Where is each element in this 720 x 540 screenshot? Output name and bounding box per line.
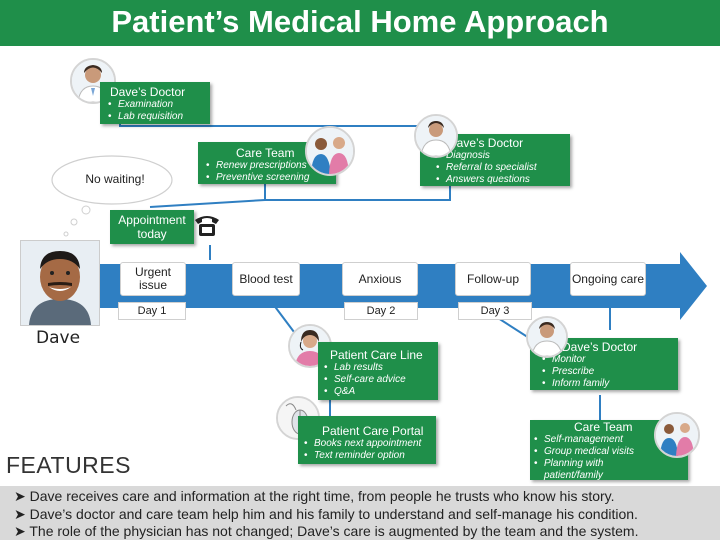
features-label: FEATURES (6, 452, 131, 478)
doctor-avatar (526, 316, 568, 358)
feature-text: Dave’s doctor and care team help him and… (29, 506, 638, 522)
feature-text: Dave receives care and information at th… (29, 488, 615, 504)
box-item: Text reminder option (304, 450, 436, 462)
page-title: Patient’s Medical Home Approach (0, 0, 720, 46)
patient-photo (20, 240, 100, 326)
feature-item: ➤ Dave’s doctor and care team help him a… (14, 506, 638, 523)
box-header: Patient Care Portal (322, 424, 424, 438)
doctor-avatar (414, 114, 458, 158)
feature-item: ➤ The role of the physician has not chan… (14, 523, 638, 540)
timeline-step: Ongoing care (570, 262, 646, 296)
arrow-bullet-icon: ➤ (14, 523, 26, 539)
box-item: Examination (108, 99, 210, 111)
patient-name: Dave (36, 328, 81, 348)
box-item: Lab requisition (108, 111, 210, 123)
feature-item: ➤ Dave receives care and information at … (14, 488, 615, 505)
box-header: Dave’s Doctor (110, 85, 186, 99)
arrow-bullet-icon: ➤ (14, 488, 26, 504)
box-item: Books next appointment (304, 438, 436, 450)
timeline-step: Urgent issue (120, 262, 186, 296)
box-item: Self-care advice (324, 374, 438, 386)
box-item: Monitor (542, 354, 678, 366)
timeline-step: Blood test (232, 262, 300, 296)
arrow-bullet-icon: ➤ (14, 506, 26, 522)
feature-text: The role of the physician has not change… (29, 523, 639, 539)
box-item: Inform family (542, 378, 678, 390)
care-team-avatar (654, 412, 700, 458)
box-item: Lab results (324, 362, 438, 374)
box-item: Planning with patient/family (534, 458, 614, 482)
phone-icon (192, 212, 222, 238)
box-header: Patient Care Line (330, 348, 423, 362)
day-label: Day 1 (118, 302, 186, 320)
box-header: Care Team (236, 146, 295, 160)
box-item: Group medical visits (534, 446, 688, 458)
box-item: Diagnosis (436, 150, 570, 162)
timeline-step: Anxious (342, 262, 418, 296)
doctor-box-1: Dave’s Doctor Examination Lab requisitio… (100, 82, 210, 124)
care-team-avatar (305, 126, 355, 176)
box-item: Q&A (324, 386, 438, 398)
patient-care-portal-box: Patient Care Portal Books next appointme… (298, 416, 436, 464)
box-item: Answers questions (436, 174, 570, 186)
appointment-box: Appointment today (110, 210, 194, 244)
patient-care-line-box: Patient Care Line Lab results Self-care … (318, 342, 438, 400)
day-label: Day 3 (458, 302, 532, 320)
box-item: Prescribe (542, 366, 678, 378)
box-item: Referral to specialist (436, 162, 570, 174)
box-item: Preventive screening (206, 172, 336, 184)
box-header: Care Team (574, 420, 633, 434)
box-item: Self-management (534, 434, 688, 446)
thought-bubble (51, 155, 173, 237)
box-item: Renew prescriptions (206, 160, 336, 172)
bubble-text: No waiting! (85, 172, 145, 186)
box-header: Dave’s Doctor (448, 136, 524, 150)
day-label: Day 2 (344, 302, 418, 320)
box-header: Dave’s Doctor (562, 340, 638, 354)
features-bar (0, 486, 720, 540)
timeline-step: Follow-up (455, 262, 531, 296)
